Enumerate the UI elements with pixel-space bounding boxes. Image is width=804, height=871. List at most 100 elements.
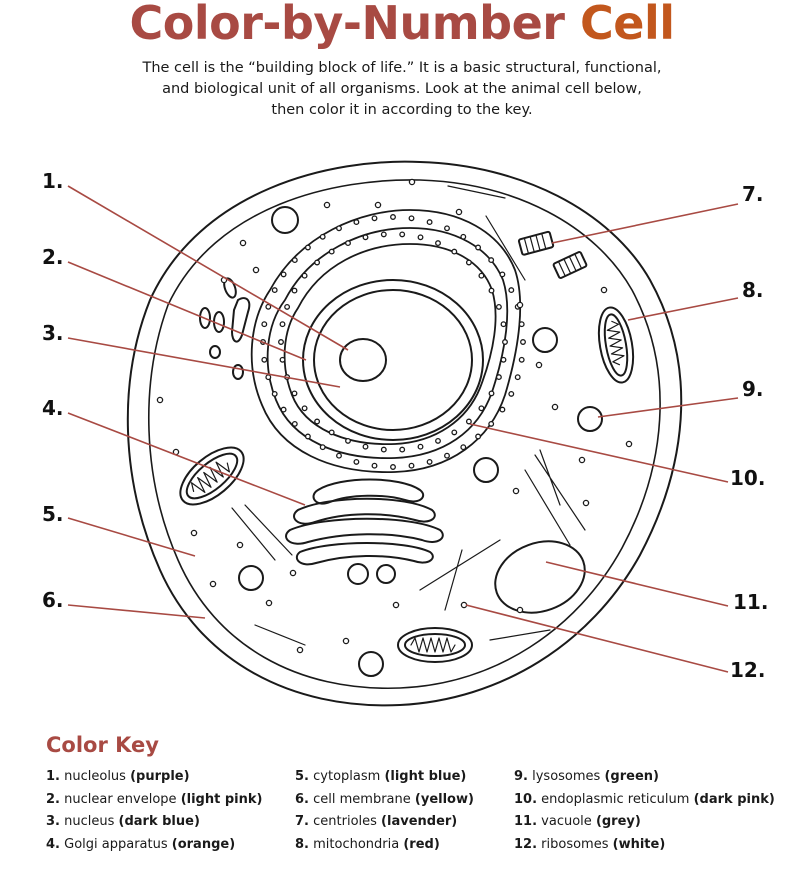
ribosome-dot xyxy=(265,374,272,381)
ribosome-dot xyxy=(488,390,495,397)
leader-line-9 xyxy=(597,397,739,418)
intro-line: and biological unit of all organisms. Lo… xyxy=(162,81,642,97)
mitochondrion-right xyxy=(597,306,635,384)
lysosome xyxy=(358,651,384,677)
title-part-1: Color-by-Number xyxy=(129,0,565,50)
ribosome-dot xyxy=(488,287,495,294)
er-vesicle xyxy=(209,345,221,359)
intro-line: The cell is the “building block of life.… xyxy=(142,60,662,76)
label-10: 10. xyxy=(730,466,765,490)
label-1: 1. xyxy=(42,169,64,193)
ribosome-dot xyxy=(301,405,308,412)
ribosome-dot xyxy=(380,446,387,453)
ribosome-dot xyxy=(499,271,506,278)
cell-diagram: 1. 2. 3. 4. 5. 6. 7. 8. 9. 10. 11. 12. xyxy=(42,160,768,707)
ribosome-dot xyxy=(271,390,278,397)
ribosome-dot xyxy=(451,429,458,436)
ribosome-dot xyxy=(291,257,298,264)
ribosome-dot xyxy=(408,462,415,469)
label-5: 5. xyxy=(42,502,64,526)
nuclear-envelope-inner xyxy=(313,289,473,431)
ribosome-dot xyxy=(362,443,369,450)
ribosome-dot xyxy=(514,374,521,381)
ribosome-dot xyxy=(323,201,331,209)
ribosome-dot xyxy=(314,259,321,266)
nuclear-envelope-outer xyxy=(302,279,484,441)
cell-membrane-inner xyxy=(148,179,661,689)
ribosome-dot xyxy=(284,303,291,310)
ribosome-dot xyxy=(328,248,335,255)
key-item-11: 11. vacuole (grey) xyxy=(514,814,641,829)
ribosome-dot xyxy=(380,231,387,238)
centriole xyxy=(517,230,555,256)
ribosome-dot xyxy=(478,272,485,279)
ribosome-dot xyxy=(435,437,441,444)
er-vesicle xyxy=(232,364,244,380)
cell-membrane-outer xyxy=(126,160,683,707)
ribosome-dot xyxy=(499,406,506,413)
leader-lines xyxy=(67,185,739,673)
vacuole xyxy=(494,540,586,614)
key-item-4: 4. Golgi apparatus (orange) xyxy=(46,836,236,852)
leader-line-12 xyxy=(465,604,729,673)
label-4: 4. xyxy=(42,396,64,420)
ribosome-dot xyxy=(280,271,287,278)
golgi-vesicle xyxy=(376,564,396,584)
label-12: 12. xyxy=(730,658,765,682)
golgi-cisterna xyxy=(293,497,436,525)
ribosome-dot xyxy=(371,215,378,222)
lysosome xyxy=(532,327,558,353)
ribosome-dot xyxy=(417,234,424,241)
ribosome-dot xyxy=(518,321,525,328)
leader-line-5 xyxy=(67,517,196,557)
ribosome-dot xyxy=(328,429,335,436)
label-6: 6. xyxy=(42,588,64,612)
color-key-column-3: 9. lysosomes (green) 10. endoplasmic ret… xyxy=(514,766,775,856)
ribosome-dot xyxy=(304,244,311,251)
er-vesicle xyxy=(199,307,211,329)
title-part-2: Cell xyxy=(580,0,675,50)
ribosome-dot xyxy=(495,303,502,310)
ribosome-dot xyxy=(502,339,508,345)
key-item-8: 8. mitochondria (red) xyxy=(295,836,440,852)
ribosome-dot xyxy=(371,462,378,469)
ribosome-dot xyxy=(478,405,485,412)
ribosome-dot xyxy=(291,390,298,397)
leader-line-10 xyxy=(469,423,729,483)
ribosome-dot xyxy=(279,356,286,363)
ribosome-dot xyxy=(190,529,198,537)
lysosome xyxy=(238,565,264,591)
ribosome-dot xyxy=(465,259,472,266)
ribosome-dot xyxy=(495,374,502,381)
label-8: 8. xyxy=(742,278,764,302)
ribosome-dot xyxy=(426,458,433,465)
ribosome-dot xyxy=(512,487,520,495)
label-11: 11. xyxy=(733,590,768,614)
ribosome-dot xyxy=(408,178,416,186)
ribosome-dot xyxy=(390,214,396,220)
ribosome-dot xyxy=(289,569,297,577)
ribosome-dot xyxy=(261,321,268,328)
leader-line-7 xyxy=(551,203,739,244)
ribosome-dot xyxy=(399,446,406,453)
ribosome-dot xyxy=(304,433,311,440)
ribosome-dot xyxy=(500,356,507,363)
ribosome-dot xyxy=(278,339,284,345)
ribosome-dot xyxy=(261,356,268,363)
ribosome-dot xyxy=(460,601,468,609)
ribosome-dot xyxy=(600,286,608,294)
leader-line-1 xyxy=(67,185,349,351)
ribosome-dot xyxy=(444,452,450,459)
lysosome xyxy=(271,206,299,234)
ribosome-dot xyxy=(291,287,298,294)
leader-line-2 xyxy=(67,261,307,361)
ribosome-dot xyxy=(500,321,507,328)
ribosome-dot xyxy=(435,240,441,247)
ribosome-dot xyxy=(314,418,321,425)
ribosome-dot xyxy=(336,225,342,232)
ribosome-dot xyxy=(508,390,515,397)
ribosome-dot xyxy=(520,339,526,345)
label-2: 2. xyxy=(42,245,64,269)
ribosome-dot xyxy=(625,440,633,448)
label-3: 3. xyxy=(42,321,64,345)
